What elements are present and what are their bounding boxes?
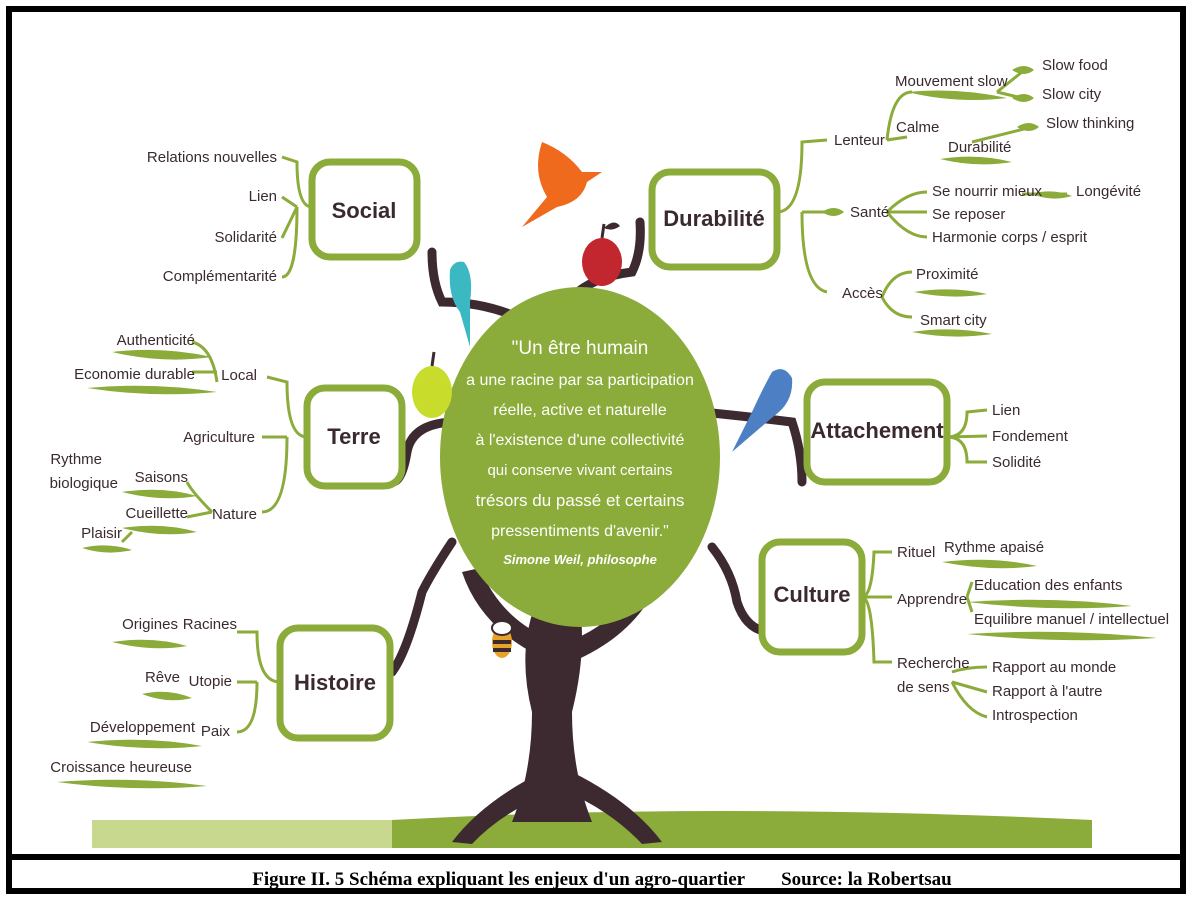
durabilite-proximite: Proximité — [916, 266, 979, 283]
histoire-paix: Paix — [201, 723, 231, 740]
terre-rythme-2: biologique — [50, 475, 118, 492]
teal-bird-icon — [449, 261, 472, 347]
culture-equilibre: Equilibre manuel / intellectuel — [974, 611, 1169, 628]
durabilite-lenteur: Lenteur — [834, 132, 885, 149]
culture-introspection: Introspection — [992, 707, 1078, 724]
histoire-racines: Racines — [183, 616, 237, 633]
attachement-fondement: Fondement — [992, 428, 1069, 445]
caption-source: Source: la Robertsau — [781, 869, 952, 890]
durabilite-smart-city: Smart city — [920, 312, 987, 329]
quote-text: "Un être humain a une racine par sa part… — [466, 338, 694, 567]
attachement-lien: Lien — [992, 402, 1020, 419]
quote-line-2: a une racine par sa participation — [466, 372, 694, 389]
quote-line-5: qui conserve vivant certains — [487, 462, 672, 479]
quote-bubble — [440, 287, 720, 627]
histoire-croissance: Croissance heureuse — [50, 759, 192, 776]
terre-nature: Nature — [212, 506, 257, 523]
histoire-origines: Origines — [122, 616, 178, 633]
node-attachement: Attachement — [810, 418, 944, 443]
durabilite-durabilite-sub: Durabilité — [948, 139, 1011, 156]
node-histoire: Histoire — [294, 670, 376, 695]
durabilite-reposer: Se reposer — [932, 206, 1005, 223]
culture-rapport-autre: Rapport à l'autre — [992, 683, 1102, 700]
figure-caption: Figure II. 5 Schéma expliquant les enjeu… — [12, 854, 1180, 890]
social-relations: Relations nouvelles — [147, 149, 277, 166]
caption-figure: Figure II. 5 Schéma expliquant les enjeu… — [252, 869, 746, 890]
blue-bird-icon — [732, 369, 793, 452]
terre-plaisir: Plaisir — [81, 525, 122, 542]
culture-education: Education des enfants — [974, 577, 1122, 594]
culture-rapport-monde: Rapport au monde — [992, 659, 1116, 676]
leaf-underlines — [57, 66, 1157, 789]
node-social: Social — [332, 198, 397, 223]
social-lien: Lien — [249, 188, 277, 205]
durabilite-slow-thinking: Slow thinking — [1046, 115, 1134, 132]
culture-recherche-2: de sens — [897, 679, 950, 696]
durabilite-harmonie: Harmonie corps / esprit — [932, 229, 1088, 246]
quote-line-6: trésors du passé et certains — [476, 491, 685, 510]
durabilite-mouvement: Mouvement slow — [895, 73, 1008, 90]
green-apple-icon — [412, 351, 452, 418]
durabilite-acces: Accès — [842, 285, 883, 302]
culture-recherche-1: Recherche — [897, 655, 970, 672]
terre-rythme-1: Rythme — [50, 451, 102, 468]
connectors — [120, 70, 1067, 734]
histoire-utopie: Utopie — [189, 673, 232, 690]
quote-line-7: pressentiments d'avenir." — [491, 523, 669, 540]
node-durabilite: Durabilité — [663, 206, 764, 231]
durabilite-nourrir: Se nourrir mieux — [932, 183, 1043, 200]
terre-economie: Economie durable — [74, 366, 195, 383]
durabilite-slow-food: Slow food — [1042, 57, 1108, 74]
orange-bird-icon — [522, 142, 602, 227]
durabilite-calme: Calme — [896, 119, 939, 136]
durabilite-longevite: Longévité — [1076, 183, 1141, 200]
culture-apprendre: Apprendre — [897, 591, 967, 608]
attachement-solidite: Solidité — [992, 454, 1041, 471]
histoire-reve: Rêve — [145, 669, 180, 686]
photo-strip — [92, 820, 392, 848]
quote-line-1: "Un être humain — [512, 338, 649, 359]
terre-authenticite: Authenticité — [117, 332, 195, 349]
figure-frame: "Un être humain a une racine par sa part… — [6, 6, 1186, 894]
quote-line-4: à l'existence d'une collectivité — [476, 432, 685, 449]
durabilite-slow-city: Slow city — [1042, 86, 1102, 103]
quote-author: Simone Weil, philosophe — [503, 552, 657, 567]
culture-rituel: Rituel — [897, 544, 935, 561]
quote-line-3: réelle, active et naturelle — [493, 402, 667, 419]
node-boxes — [276, 158, 951, 742]
red-apple-icon — [582, 222, 622, 286]
durabilite-sante: Santé — [850, 204, 889, 221]
node-culture: Culture — [774, 582, 851, 607]
histoire-developpement: Développement — [90, 719, 196, 736]
terre-saisons: Saisons — [135, 469, 188, 486]
social-complementarite: Complémentarité — [163, 268, 277, 285]
terre-cueillette: Cueillette — [125, 505, 188, 522]
social-solidarite: Solidarité — [214, 229, 277, 246]
agro-quartier-diagram: "Un être humain a une racine par sa part… — [50, 57, 1169, 848]
bee-icon — [491, 620, 513, 658]
culture-rythme-apaise: Rythme apaisé — [944, 539, 1044, 556]
terre-agriculture: Agriculture — [183, 429, 255, 446]
terre-local: Local — [221, 367, 257, 384]
node-terre: Terre — [327, 424, 380, 449]
